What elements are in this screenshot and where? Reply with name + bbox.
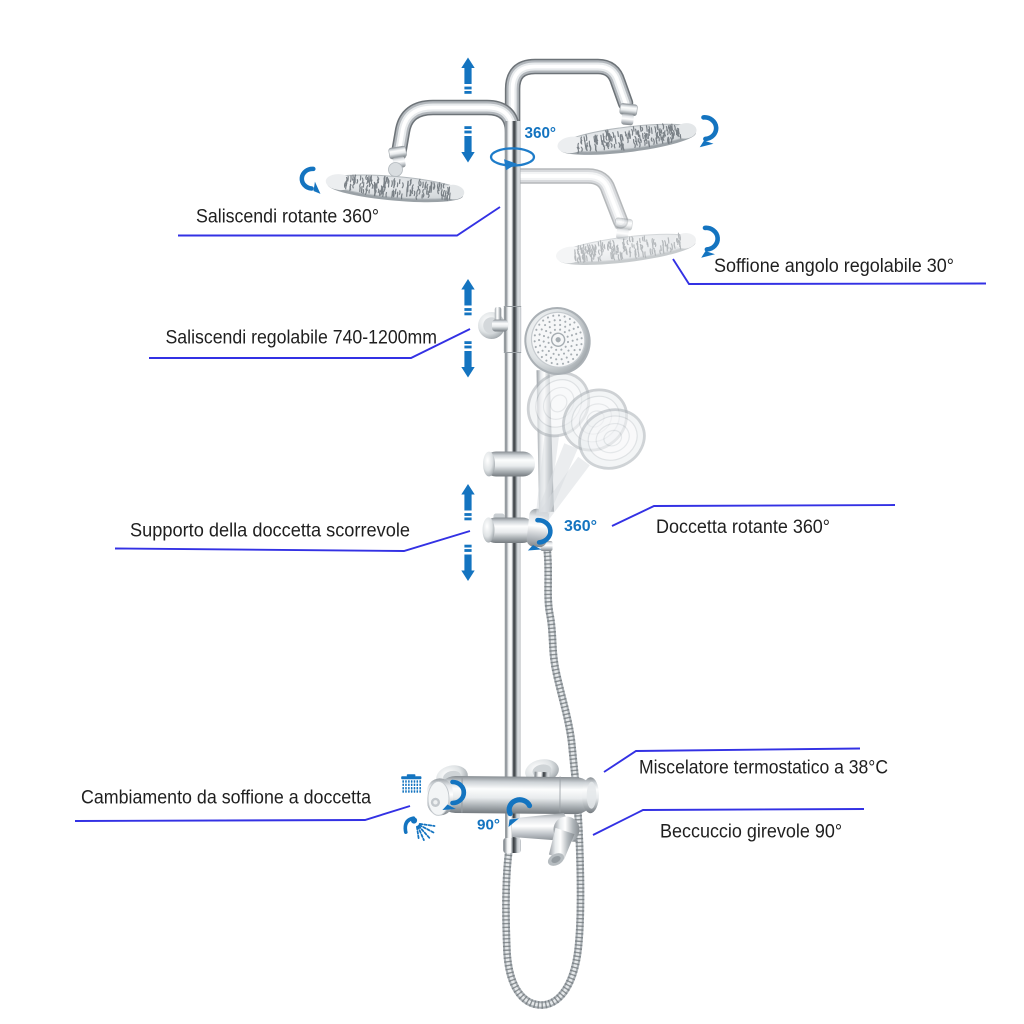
svg-text:360°: 360° bbox=[564, 518, 597, 535]
svg-text:Saliscendi rotante 360°: Saliscendi rotante 360° bbox=[196, 207, 379, 228]
svg-text:Beccuccio girevole 90°: Beccuccio girevole 90° bbox=[660, 822, 842, 843]
svg-text:Miscelatore termostatico a 38°: Miscelatore termostatico a 38°C bbox=[639, 758, 888, 779]
svg-text:Saliscendi regolabile 740-1200: Saliscendi regolabile 740-1200mm bbox=[166, 328, 438, 349]
svg-text:360°: 360° bbox=[525, 125, 557, 142]
svg-text:Cambiamento da soffione a docc: Cambiamento da soffione a doccetta bbox=[81, 788, 371, 809]
svg-text:Soffione angolo regolabile 30°: Soffione angolo regolabile 30° bbox=[714, 256, 954, 277]
svg-text:Doccetta rotante 360°: Doccetta rotante 360° bbox=[656, 517, 830, 538]
svg-text:Supporto della doccetta scorre: Supporto della doccetta scorrevole bbox=[130, 521, 410, 542]
svg-text:90°: 90° bbox=[477, 817, 500, 834]
